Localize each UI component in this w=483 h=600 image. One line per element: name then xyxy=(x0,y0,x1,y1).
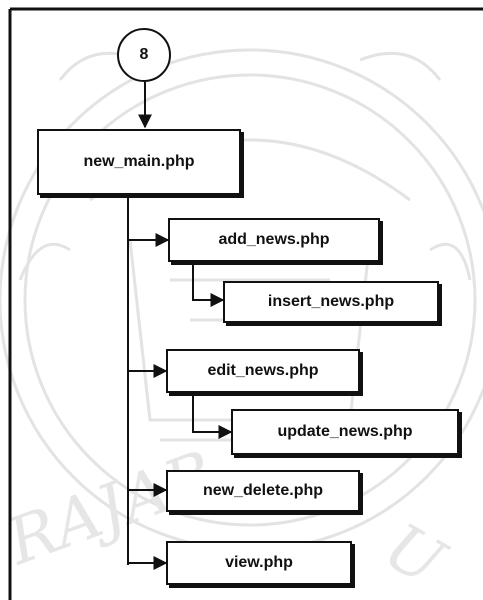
node-view-label: view.php xyxy=(225,554,293,571)
node-edit-news-label: edit_news.php xyxy=(207,362,319,379)
connector-circle: 8 xyxy=(117,28,171,82)
connector-circle-label: 8 xyxy=(139,46,149,63)
node-new-main: new_main.php xyxy=(37,129,241,195)
node-new-main-label: new_main.php xyxy=(83,153,195,170)
node-insert-news-label: insert_news.php xyxy=(267,293,395,310)
node-insert-news: insert_news.php xyxy=(223,281,439,323)
node-update-news: update_news.php xyxy=(231,409,459,455)
node-view: view.php xyxy=(166,541,352,585)
connector-edit-to-update xyxy=(192,393,233,439)
node-edit-news: edit_news.php xyxy=(166,349,360,393)
node-add-news: add_news.php xyxy=(168,218,380,262)
node-add-news-label: add_news.php xyxy=(218,231,330,248)
node-new-delete: new_delete.php xyxy=(166,470,360,512)
connector-add-to-insert xyxy=(192,262,225,307)
node-new-delete-label: new_delete.php xyxy=(202,482,324,499)
node-update-news-label: update_news.php xyxy=(277,423,413,440)
